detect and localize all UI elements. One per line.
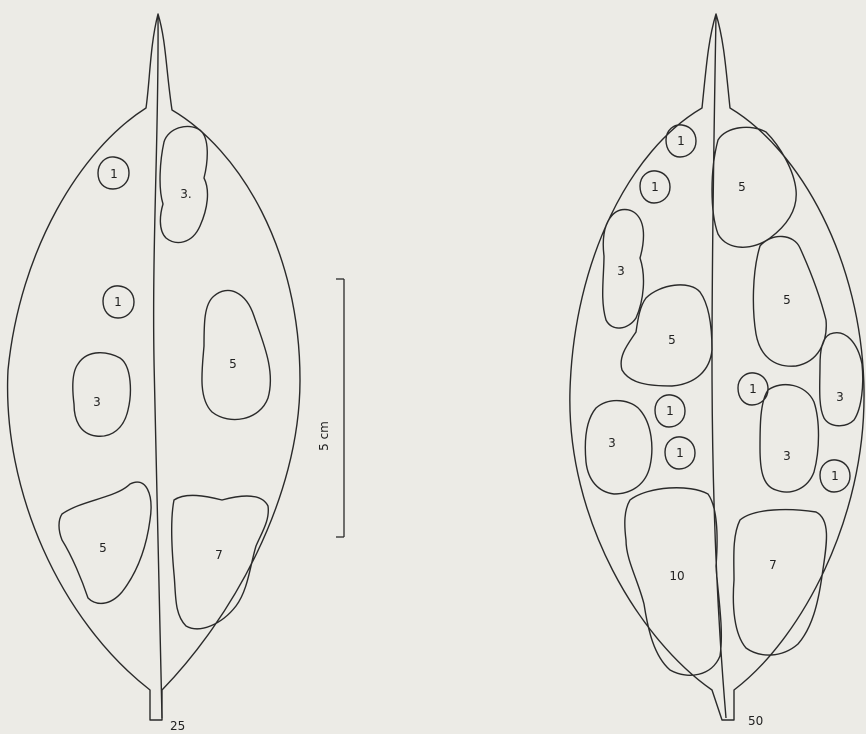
lesion-label: 5	[99, 541, 107, 555]
lesion-label: 1	[749, 382, 757, 396]
lesion-label: 1	[651, 180, 659, 194]
lesion-label: 5	[668, 333, 676, 347]
lesion-label: 1	[831, 469, 839, 483]
lesion-label: 7	[769, 558, 777, 572]
lesion-label: 5	[783, 293, 791, 307]
lesion-label: 3	[617, 264, 625, 278]
leaf-right-label: 50	[748, 714, 763, 728]
lesion-label: 1	[114, 295, 122, 309]
lesion-label: 1	[666, 404, 674, 418]
lesion-label: 5	[229, 357, 237, 371]
lesion-label: 3	[836, 390, 844, 404]
lesion-label: 1	[676, 446, 684, 460]
lesion-label: 3.	[180, 187, 191, 201]
lesion-label: 3	[608, 436, 616, 450]
lesion-label: 5	[738, 180, 746, 194]
lesion-label: 1	[677, 134, 685, 148]
leaf-left-label: 25	[170, 719, 185, 733]
lesion-label: 3	[93, 395, 101, 409]
lesion-label: 10	[669, 569, 684, 583]
lesion-label: 3	[783, 449, 791, 463]
lesion-label: 7	[215, 548, 223, 562]
lesion-label: 1	[110, 167, 118, 181]
scale-bar-label: 5 cm	[317, 421, 331, 451]
